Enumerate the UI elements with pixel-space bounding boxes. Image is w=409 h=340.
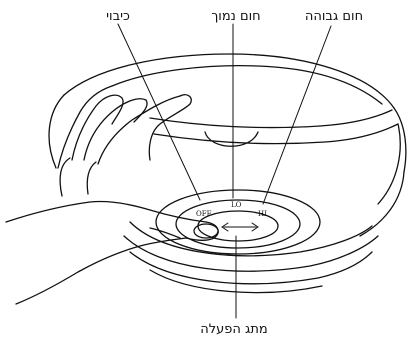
callout-high-heat: חום גבוהה bbox=[305, 9, 363, 24]
double-arrow-icon bbox=[222, 223, 258, 231]
leader-lines bbox=[118, 24, 331, 318]
callout-power-switch: מתג הפעלה bbox=[200, 322, 268, 337]
hand-on-switch bbox=[6, 201, 218, 304]
leader-off bbox=[118, 24, 200, 200]
dial-off-text: OFF bbox=[196, 210, 212, 218]
leader-high bbox=[263, 26, 331, 204]
dial-hi-text: HI bbox=[258, 210, 267, 218]
hand-on-top bbox=[58, 86, 191, 196]
callout-low-heat: חום נמוך bbox=[211, 9, 260, 24]
control-dial[interactable]: OFF LO HI bbox=[156, 190, 320, 254]
dial-lo-text: LO bbox=[231, 201, 242, 209]
callout-off: כיבוי bbox=[106, 9, 130, 24]
